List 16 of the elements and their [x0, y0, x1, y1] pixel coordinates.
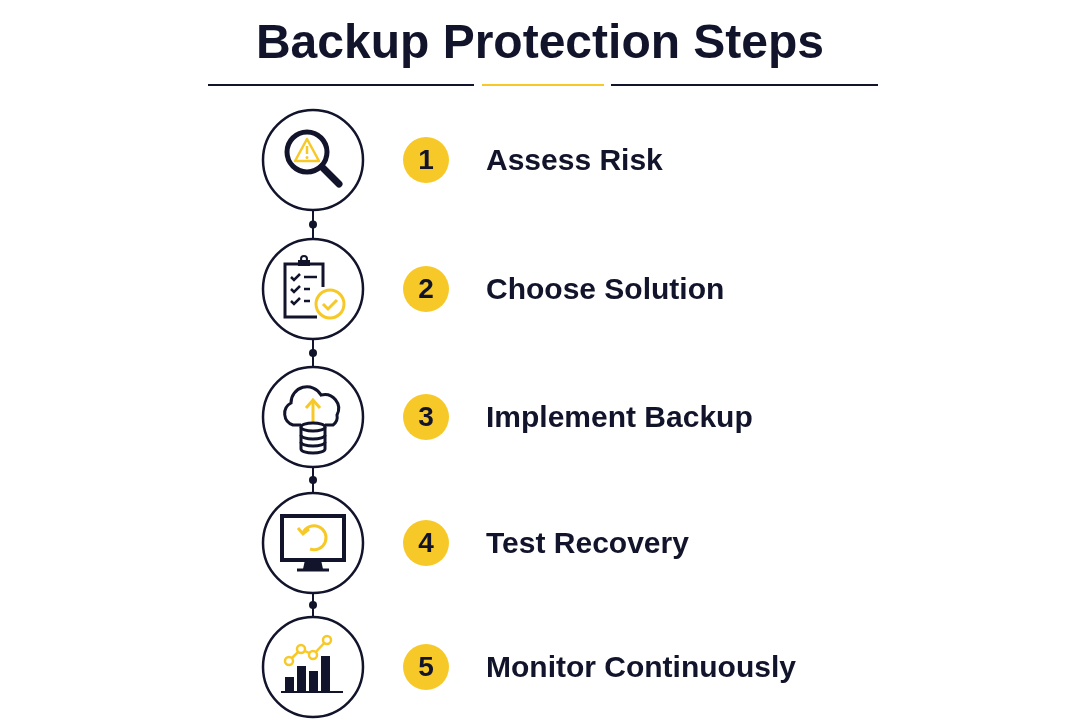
icon-circle: [259, 613, 367, 720]
step-label: Implement Backup: [486, 399, 753, 435]
step-label: Monitor Continuously: [486, 649, 796, 685]
icon-circle: [259, 363, 367, 471]
step-number-badge: 2: [403, 266, 449, 312]
step-label: Choose Solution: [486, 271, 725, 307]
icon-circle: [259, 489, 367, 597]
step-number-badge: 5: [403, 644, 449, 690]
step-label: Assess Risk: [486, 142, 663, 178]
step-number-badge: 3: [403, 394, 449, 440]
step-number-badge: 1: [403, 137, 449, 183]
icon-circle: [259, 106, 367, 214]
step-label: Test Recovery: [486, 525, 689, 561]
step-number-badge: 4: [403, 520, 449, 566]
title: Backup Protection Steps: [254, 14, 826, 69]
icon-circle: [259, 235, 367, 343]
